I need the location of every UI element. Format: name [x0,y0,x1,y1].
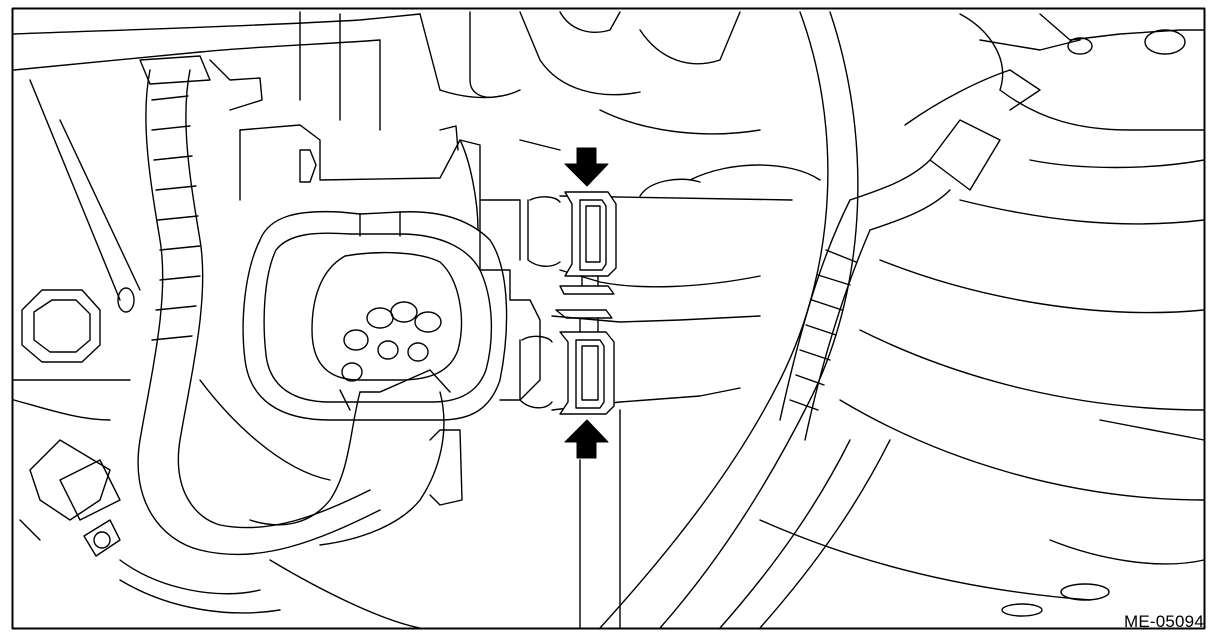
engine-block-background [13,11,1205,617]
down-arrow-icon [564,147,609,187]
up-arrow-icon [564,419,609,459]
small-left-connector [19,439,121,557]
lower-hose-clamp [555,309,615,415]
figure-id-label: ME-05094 [1123,612,1204,631]
right-corrugated-harness [779,69,1041,441]
sensor-connector [249,301,451,546]
left-wiring-harness [119,55,421,629]
upper-hose-clamp [559,191,617,295]
left-mounting-bolt [13,287,135,421]
